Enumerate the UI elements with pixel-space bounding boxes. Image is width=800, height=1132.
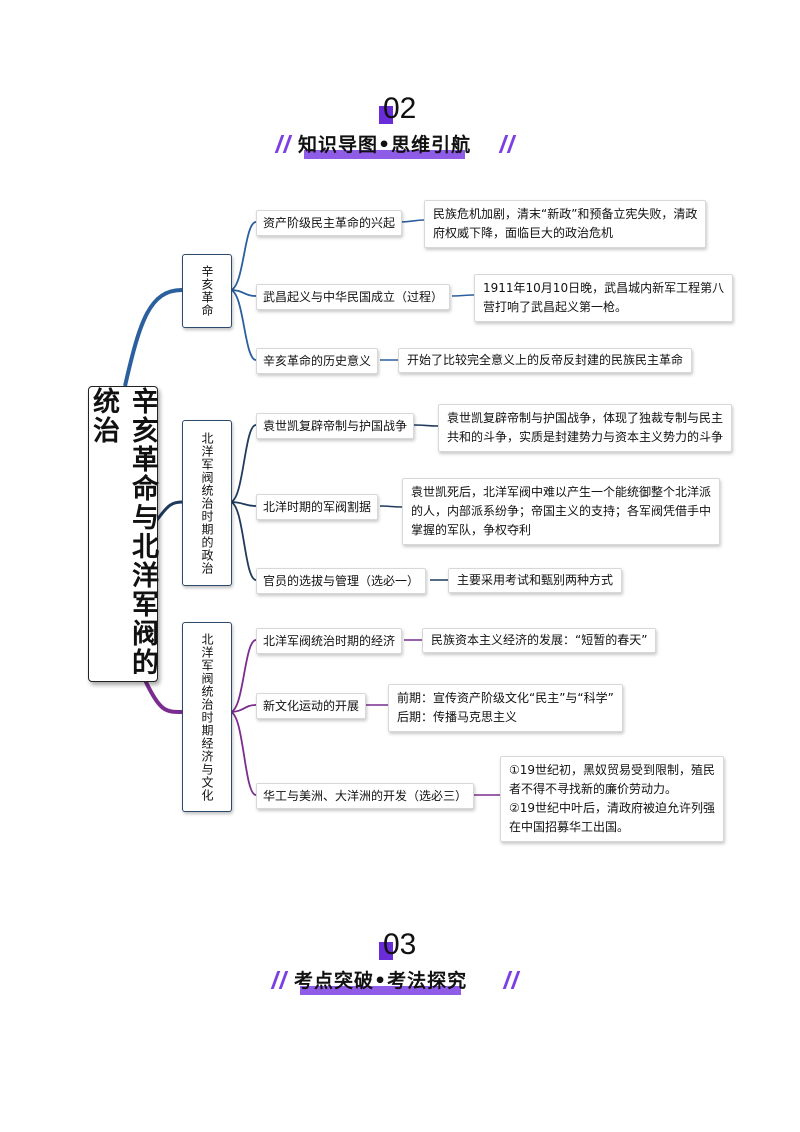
- branch-economy-culture: 北洋军阀统治时期经济与文化: [182, 622, 232, 812]
- section-title: 考点突破•考法探究: [294, 966, 467, 995]
- branch-politics: 北洋军阀统治时期的政治: [182, 420, 232, 586]
- topic-bourgeois-revolution: 资产阶级民主革命的兴起: [256, 210, 403, 236]
- connector: [229, 639, 257, 713]
- connector: [229, 289, 257, 297]
- section-number: 03: [379, 928, 416, 962]
- topic-new-culture: 新文化运动的开展: [256, 693, 367, 719]
- detail-bourgeois-revolution: 民族危机加剧，清末“新政”和预备立宪失败，清政 府权威下降，面临巨大的政治危机: [424, 200, 707, 248]
- topic-official-selection: 官员的选拔与管理（选必一）: [256, 568, 427, 594]
- connector: [229, 501, 257, 507]
- connector: [379, 505, 403, 508]
- connector: [155, 500, 183, 521]
- connector: [229, 704, 257, 713]
- connector: [413, 424, 439, 427]
- section-title: 知识导图•思维引航: [298, 130, 471, 159]
- connector: [123, 288, 183, 387]
- section-number: 02: [379, 92, 416, 126]
- detail-historical-significance: 开始了比较完全意义上的反帝反封建的民族民主革命: [398, 348, 693, 373]
- topic-historical-significance: 辛亥革命的历史意义: [256, 348, 379, 374]
- topic-yuan-restoration: 袁世凯复辟帝制与护国战争: [256, 413, 415, 439]
- detail-chinese-labor: ①19世纪初，黑奴贸易受到限制，殖民 者不得不寻找新的廉价劳动力。 ②19世纪中…: [500, 756, 725, 842]
- detail-economy: 民族资本主义经济的发展：“短暂的春天”: [422, 628, 657, 653]
- connector: [229, 711, 257, 796]
- connector: [229, 424, 257, 503]
- connector: [229, 501, 257, 581]
- detail-wuchang-uprising: 1911年10月10日晚，武昌城内新军工程第八 营打响了武昌起义第一枪。: [474, 274, 734, 322]
- branch-xinhai: 辛亥革命: [182, 254, 232, 328]
- mindmap-root: 辛亥革命与北洋军阀的统治: [88, 386, 158, 682]
- detail-warlord-separatism: 袁世凯死后，北洋军阀中难以产生一个能统御整个北洋派 的人，内部派系纷争；帝国主义…: [402, 478, 721, 545]
- topic-chinese-labor: 华工与美洲、大洋洲的开发（选必三）: [256, 783, 475, 809]
- topic-economy: 北洋军阀统治时期的经济: [256, 628, 403, 654]
- detail-yuan-restoration: 袁世凯复辟帝制与护国战争，体现了独裁专制与民主 共和的斗争，实质是封建势力与资本…: [438, 404, 733, 452]
- topic-wuchang-uprising: 武昌起义与中华民国成立（过程）: [256, 284, 451, 310]
- connector: [229, 289, 257, 361]
- connector: [143, 679, 183, 714]
- connector: [229, 221, 257, 291]
- detail-official-selection: 主要采用考试和甄别两种方式: [448, 568, 623, 593]
- connector: [451, 294, 475, 297]
- connector: [399, 219, 425, 223]
- detail-new-culture: 前期：宣传资产阶级文化“民主”与“科学” 后期：传播马克思主义: [388, 684, 623, 732]
- topic-warlord-separatism: 北洋时期的军阀割据: [256, 494, 379, 520]
